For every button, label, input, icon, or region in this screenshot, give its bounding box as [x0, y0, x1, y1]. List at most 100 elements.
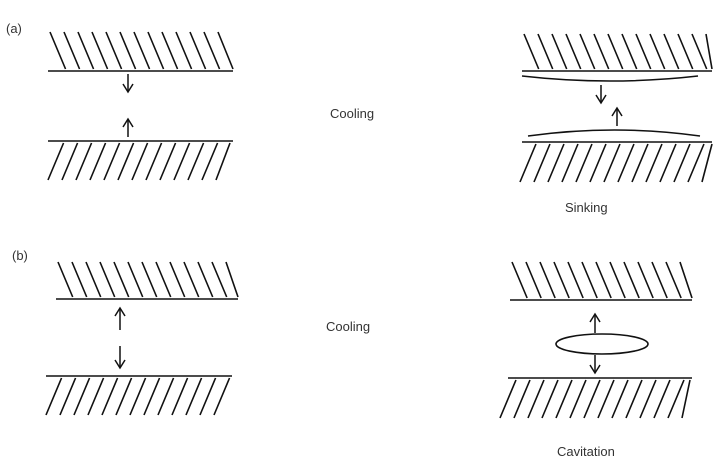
hatch-stroke [527, 379, 545, 419]
hatch-stroke [211, 261, 228, 298]
hatch-stroke [567, 261, 584, 299]
panel-b-right-bottom-plate [499, 377, 692, 419]
hatch-stroke [593, 33, 610, 70]
hatch-stroke [701, 143, 713, 183]
hatch-stroke [513, 379, 531, 419]
hatch-stroke [103, 142, 121, 181]
arrow-down-icon [589, 355, 601, 375]
hatch-stroke [561, 143, 579, 183]
hatch-stroke [621, 33, 638, 70]
hatch-stroke [159, 142, 177, 181]
hatch-stroke [687, 143, 705, 183]
hatch-stroke [555, 379, 573, 419]
arrow-up-icon [114, 306, 126, 330]
hatch-stroke [217, 31, 234, 70]
hatch-stroke [129, 377, 147, 416]
arrow-up-icon [122, 117, 134, 137]
panel-b-right-top-plate [510, 261, 693, 301]
hatch-stroke [61, 142, 79, 181]
hatch-stroke [607, 33, 624, 70]
hatch-stroke [169, 261, 186, 298]
hatch-stroke [213, 377, 231, 416]
hatch-stroke [85, 261, 102, 298]
hatch-stroke [75, 142, 93, 181]
hatch-stroke [499, 379, 517, 419]
hatch-stroke [225, 261, 239, 298]
hatch-stroke [91, 31, 109, 70]
hatch-stroke [541, 379, 559, 419]
hatch-stroke [635, 33, 652, 70]
hatch-stroke [547, 143, 565, 183]
hatch-stroke [665, 261, 682, 299]
hatch-stroke [175, 31, 193, 70]
hatch-stroke [639, 379, 657, 419]
hatch-stroke [187, 142, 205, 181]
hatch-stroke [525, 261, 542, 299]
hatch-stroke [673, 143, 691, 183]
hatch-stroke [119, 31, 137, 70]
hatch-stroke [127, 261, 144, 298]
hatch-stroke [157, 377, 175, 416]
hatch-stroke [57, 261, 74, 298]
hatch-stroke [199, 377, 217, 416]
hatch-stroke [705, 33, 713, 70]
hatch-stroke [519, 143, 537, 183]
hatch-stroke [537, 33, 554, 70]
hatch-stroke [45, 377, 63, 416]
hatch-stroke [77, 31, 95, 70]
panel-a-process-label: Cooling [330, 106, 374, 121]
hatch-stroke [155, 261, 172, 298]
hatch-stroke [649, 33, 666, 70]
hatch-stroke [99, 261, 116, 298]
panel-a-left-bottom-plate [47, 140, 233, 181]
hatch-stroke [625, 379, 643, 419]
hatch-stroke [89, 142, 107, 181]
sink-curve-bottom [527, 129, 701, 137]
hatch-stroke [539, 261, 556, 299]
hatch-stroke [189, 31, 207, 70]
hatch-stroke [523, 33, 540, 70]
hatch-stroke [101, 377, 119, 416]
panel-b-process-label: Cooling [326, 319, 370, 334]
hatch-stroke [575, 143, 593, 183]
panel-a-label: (a) [6, 21, 22, 36]
panel-a-result-label: Sinking [565, 200, 608, 215]
hatch-stroke [173, 142, 191, 181]
hatch-stroke [677, 33, 694, 70]
panel-b-result-label: Cavitation [557, 444, 615, 459]
arrow-up-icon [589, 312, 601, 333]
arrow-up-icon [611, 106, 623, 126]
hatch-stroke [589, 143, 607, 183]
hatch-stroke [145, 142, 163, 181]
hatch-stroke [185, 377, 203, 416]
hatch-stroke [49, 31, 67, 70]
hatch-stroke [667, 379, 685, 419]
arrow-down-icon [595, 85, 607, 105]
hatch-stroke [63, 31, 81, 70]
hatch-stroke [663, 33, 680, 70]
hatch-stroke [511, 261, 528, 299]
hatch-stroke [637, 261, 654, 299]
hatch-stroke [679, 261, 693, 299]
hatch-stroke [141, 261, 158, 298]
hatch-stroke [131, 142, 149, 181]
hatch-stroke [681, 379, 691, 419]
hatch-stroke [583, 379, 601, 419]
hatch-stroke [651, 261, 668, 299]
hatch-stroke [653, 379, 671, 419]
hatch-stroke [603, 143, 621, 183]
hatch-stroke [143, 377, 161, 416]
hatch-stroke [87, 377, 105, 416]
hatch-stroke [203, 31, 221, 70]
panel-b-left-bottom-plate [45, 375, 232, 416]
hatch-stroke [171, 377, 189, 416]
hatch-stroke [569, 379, 587, 419]
panel-a-left-top-plate [48, 31, 234, 72]
hatch-stroke [645, 143, 663, 183]
cavity-void [555, 333, 649, 355]
arrow-down-icon [114, 346, 126, 370]
hatch-stroke [59, 377, 77, 416]
hatch-stroke [161, 31, 179, 70]
hatch-stroke [579, 33, 596, 70]
